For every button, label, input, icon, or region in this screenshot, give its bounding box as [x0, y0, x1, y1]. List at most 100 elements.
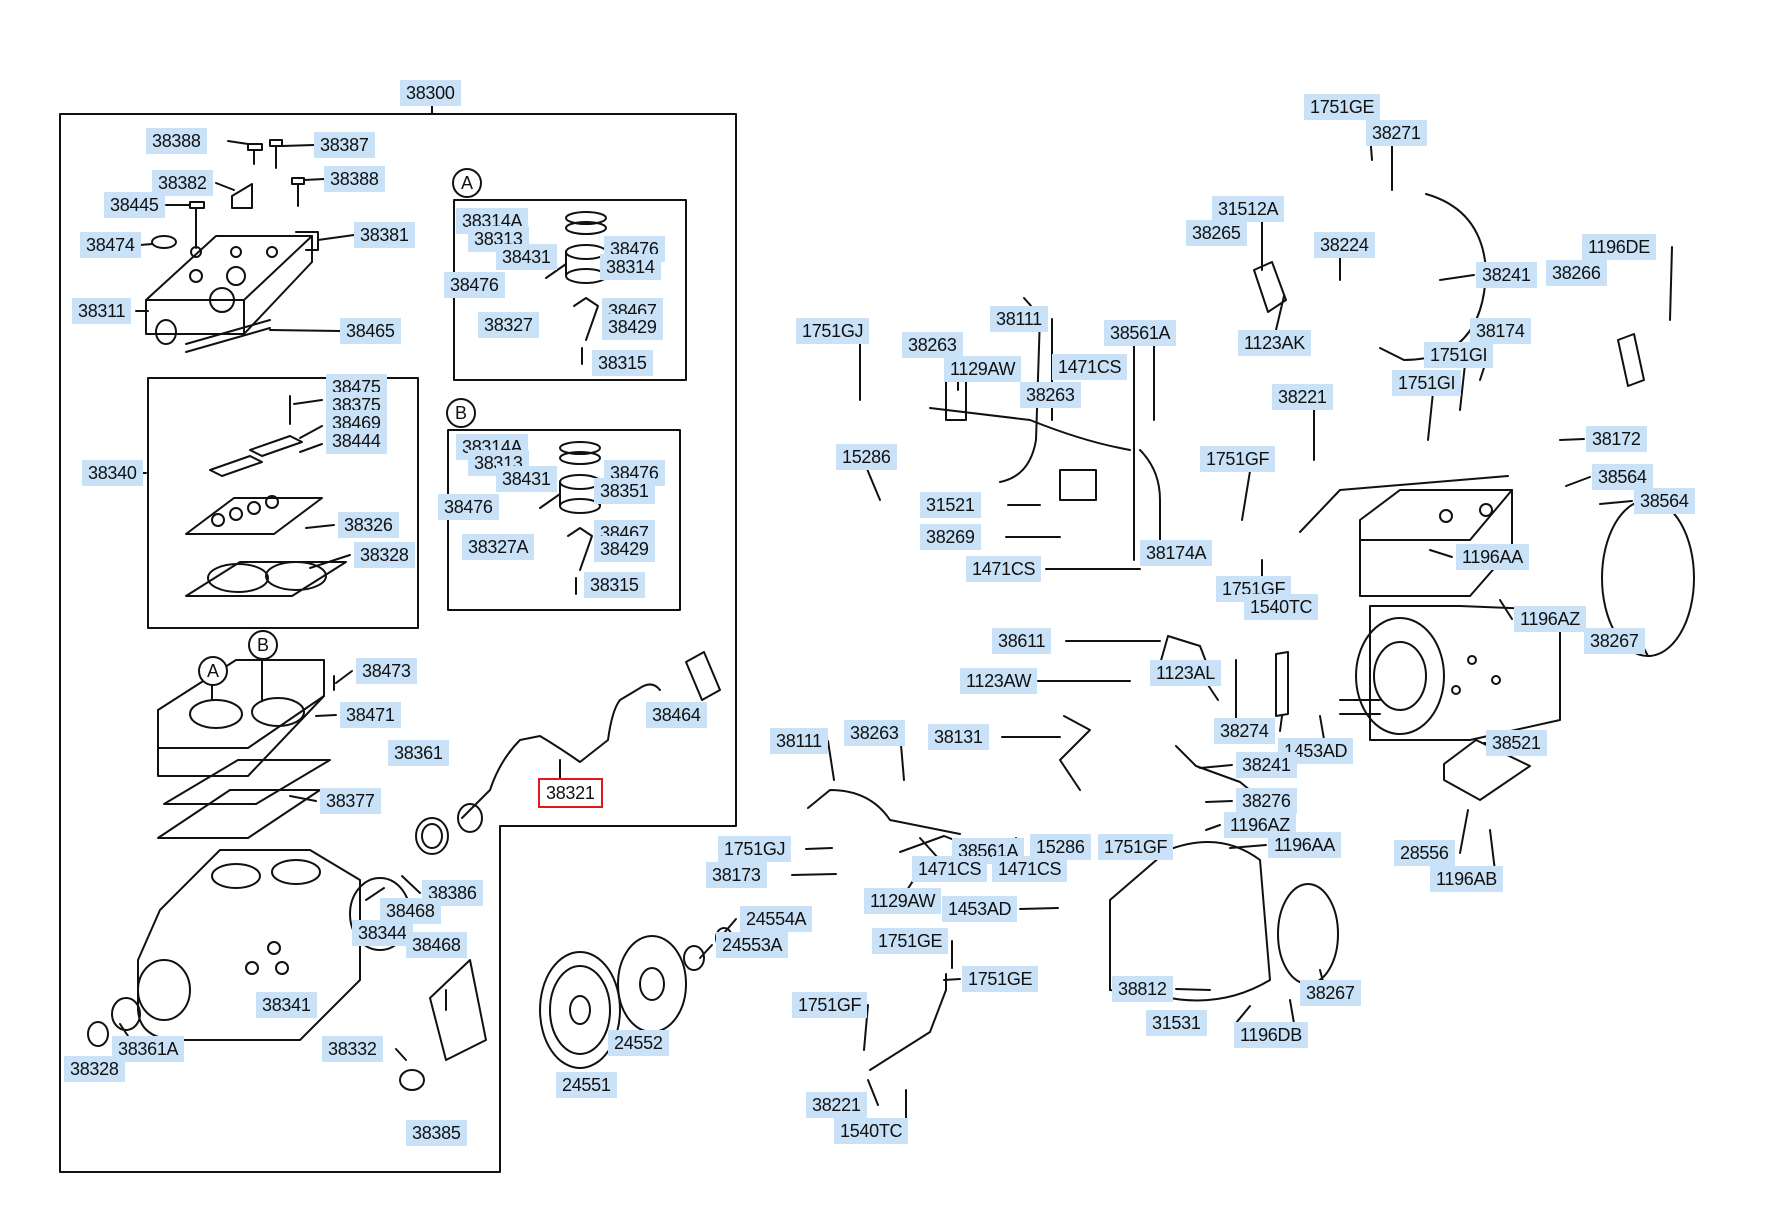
- part-label-38173[interactable]: 38173: [706, 862, 767, 888]
- part-label-38473[interactable]: 38473: [356, 658, 417, 684]
- part-label-1129aw[interactable]: 1129AW: [864, 888, 942, 914]
- part-label-1540tc[interactable]: 1540TC: [1244, 594, 1319, 620]
- part-label-38471[interactable]: 38471: [340, 702, 401, 728]
- part-label-38266[interactable]: 38266: [1546, 260, 1607, 286]
- part-label-1751ge[interactable]: 1751GE: [872, 928, 949, 954]
- part-label-38328[interactable]: 38328: [64, 1056, 125, 1082]
- part-label-38468[interactable]: 38468: [380, 898, 441, 924]
- part-label-38388[interactable]: 38388: [324, 166, 385, 192]
- part-label-38267[interactable]: 38267: [1300, 980, 1361, 1006]
- part-label-28556[interactable]: 28556: [1394, 840, 1455, 866]
- part-label-38267[interactable]: 38267: [1584, 628, 1645, 654]
- part-label-38474[interactable]: 38474: [80, 232, 141, 258]
- part-label-38611[interactable]: 38611: [992, 628, 1052, 654]
- part-label-38429[interactable]: 38429: [602, 314, 663, 340]
- part-label-24551[interactable]: 24551: [556, 1072, 617, 1098]
- part-label-38321[interactable]: 38321: [538, 778, 603, 808]
- part-label-38315[interactable]: 38315: [584, 572, 645, 598]
- part-label-38221[interactable]: 38221: [1272, 384, 1333, 410]
- part-label-38315[interactable]: 38315: [592, 350, 653, 376]
- part-label-38431[interactable]: 38431: [496, 244, 557, 270]
- part-label-38263[interactable]: 38263: [902, 332, 963, 358]
- part-label-1540tc[interactable]: 1540TC: [834, 1118, 909, 1144]
- part-label-1453ad[interactable]: 1453AD: [942, 896, 1018, 922]
- part-label-38311[interactable]: 38311: [72, 298, 132, 324]
- part-label-15286[interactable]: 15286: [1030, 834, 1091, 860]
- part-label-1196db[interactable]: 1196DB: [1234, 1022, 1308, 1048]
- part-label-1751gj[interactable]: 1751GJ: [718, 836, 792, 862]
- part-label-1471cs[interactable]: 1471CS: [1052, 354, 1128, 380]
- part-label-1751gi[interactable]: 1751GI: [1392, 370, 1462, 396]
- part-label-1751ge[interactable]: 1751GE: [962, 966, 1039, 992]
- part-label-1751gi[interactable]: 1751GI: [1424, 342, 1494, 368]
- part-label-38381[interactable]: 38381: [354, 222, 415, 248]
- part-label-1123al[interactable]: 1123AL: [1150, 660, 1221, 686]
- part-label-31531[interactable]: 31531: [1146, 1010, 1207, 1036]
- part-label-38382[interactable]: 38382: [152, 170, 213, 196]
- part-label-1471cs[interactable]: 1471CS: [912, 856, 988, 882]
- part-label-1471cs[interactable]: 1471CS: [966, 556, 1042, 582]
- part-label-1196ab[interactable]: 1196AB: [1430, 866, 1503, 892]
- part-label-38812[interactable]: 38812: [1112, 976, 1173, 1002]
- part-label-1123aw[interactable]: 1123AW: [960, 668, 1038, 694]
- part-label-1751gf[interactable]: 1751GF: [792, 992, 868, 1018]
- part-label-38445[interactable]: 38445: [104, 192, 165, 218]
- part-label-1196de[interactable]: 1196DE: [1582, 234, 1656, 260]
- part-label-38468[interactable]: 38468: [406, 932, 467, 958]
- part-label-38326[interactable]: 38326: [338, 512, 399, 538]
- part-label-38221[interactable]: 38221: [806, 1092, 867, 1118]
- part-label-1196aa[interactable]: 1196AA: [1268, 832, 1341, 858]
- part-label-38314[interactable]: 38314: [600, 254, 661, 280]
- part-label-38377[interactable]: 38377: [320, 788, 381, 814]
- part-label-38332[interactable]: 38332: [322, 1036, 383, 1062]
- part-label-38224[interactable]: 38224: [1314, 232, 1375, 258]
- part-label-38174[interactable]: 38174: [1470, 318, 1531, 344]
- part-label-38263[interactable]: 38263: [1020, 382, 1081, 408]
- part-label-24552[interactable]: 24552: [608, 1030, 669, 1056]
- part-label-38327[interactable]: 38327: [478, 312, 539, 338]
- part-label-38274[interactable]: 38274: [1214, 718, 1275, 744]
- part-label-38340[interactable]: 38340: [82, 460, 143, 486]
- part-label-38351[interactable]: 38351: [594, 478, 655, 504]
- part-label-38344[interactable]: 38344: [352, 920, 413, 946]
- part-label-38476[interactable]: 38476: [444, 272, 505, 298]
- part-label-38300[interactable]: 38300: [400, 80, 461, 106]
- part-label-38564[interactable]: 38564: [1592, 464, 1653, 490]
- part-label-38388[interactable]: 38388: [146, 128, 207, 154]
- part-label-38464[interactable]: 38464: [646, 702, 707, 728]
- part-label-38241[interactable]: 38241: [1236, 752, 1297, 778]
- part-label-38111[interactable]: 38111: [770, 728, 828, 754]
- part-label-38521[interactable]: 38521: [1486, 730, 1547, 756]
- part-label-38387[interactable]: 38387: [314, 132, 375, 158]
- part-label-38271[interactable]: 38271: [1366, 120, 1427, 146]
- part-label-38241[interactable]: 38241: [1476, 262, 1537, 288]
- part-label-31512a[interactable]: 31512A: [1212, 196, 1285, 222]
- part-label-38429[interactable]: 38429: [594, 536, 655, 562]
- part-label-38327a[interactable]: 38327A: [462, 534, 535, 560]
- part-label-38444[interactable]: 38444: [326, 428, 387, 454]
- part-label-15286[interactable]: 15286: [836, 444, 897, 470]
- part-label-24553a[interactable]: 24553A: [716, 932, 789, 958]
- part-label-1129aw[interactable]: 1129AW: [944, 356, 1022, 382]
- part-label-38276[interactable]: 38276: [1236, 788, 1297, 814]
- part-label-38361[interactable]: 38361: [388, 740, 449, 766]
- part-label-38431[interactable]: 38431: [496, 466, 557, 492]
- part-label-1751gf[interactable]: 1751GF: [1098, 834, 1174, 860]
- part-label-38263[interactable]: 38263: [844, 720, 905, 746]
- part-label-38328[interactable]: 38328: [354, 542, 415, 568]
- part-label-1123ak[interactable]: 1123AK: [1238, 330, 1311, 356]
- part-label-1751ge[interactable]: 1751GE: [1304, 94, 1381, 120]
- part-label-24554a[interactable]: 24554A: [740, 906, 813, 932]
- part-label-38476[interactable]: 38476: [438, 494, 499, 520]
- part-label-38172[interactable]: 38172: [1586, 426, 1647, 452]
- part-label-38111[interactable]: 38111: [990, 306, 1048, 332]
- part-label-31521[interactable]: 31521: [920, 492, 981, 518]
- part-label-38385[interactable]: 38385: [406, 1120, 467, 1146]
- part-label-1196aa[interactable]: 1196AA: [1456, 544, 1529, 570]
- part-label-38465[interactable]: 38465: [340, 318, 401, 344]
- part-label-38265[interactable]: 38265: [1186, 220, 1247, 246]
- part-label-38561a[interactable]: 38561A: [1104, 320, 1177, 346]
- part-label-1471cs[interactable]: 1471CS: [992, 856, 1068, 882]
- part-label-38131[interactable]: 38131: [928, 724, 989, 750]
- part-label-38269[interactable]: 38269: [920, 524, 981, 550]
